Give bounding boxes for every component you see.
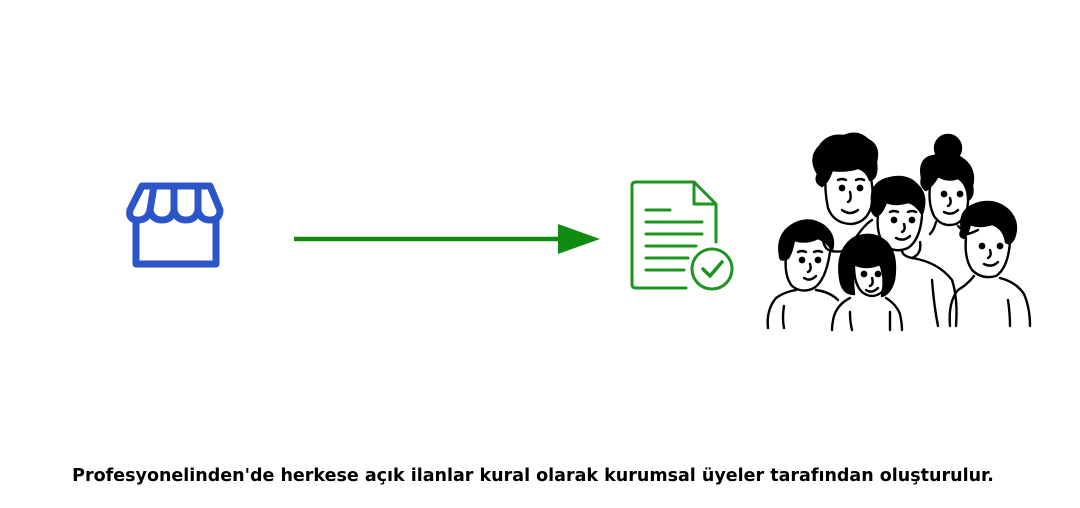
approved-document-icon: [630, 180, 734, 291]
diagram-caption: Profesyonelinden'de herkese açık ilanlar…: [72, 466, 994, 486]
arrow-right-icon: [294, 224, 600, 254]
people-group-icon: [766, 132, 1032, 332]
storefront-icon: [126, 182, 224, 268]
